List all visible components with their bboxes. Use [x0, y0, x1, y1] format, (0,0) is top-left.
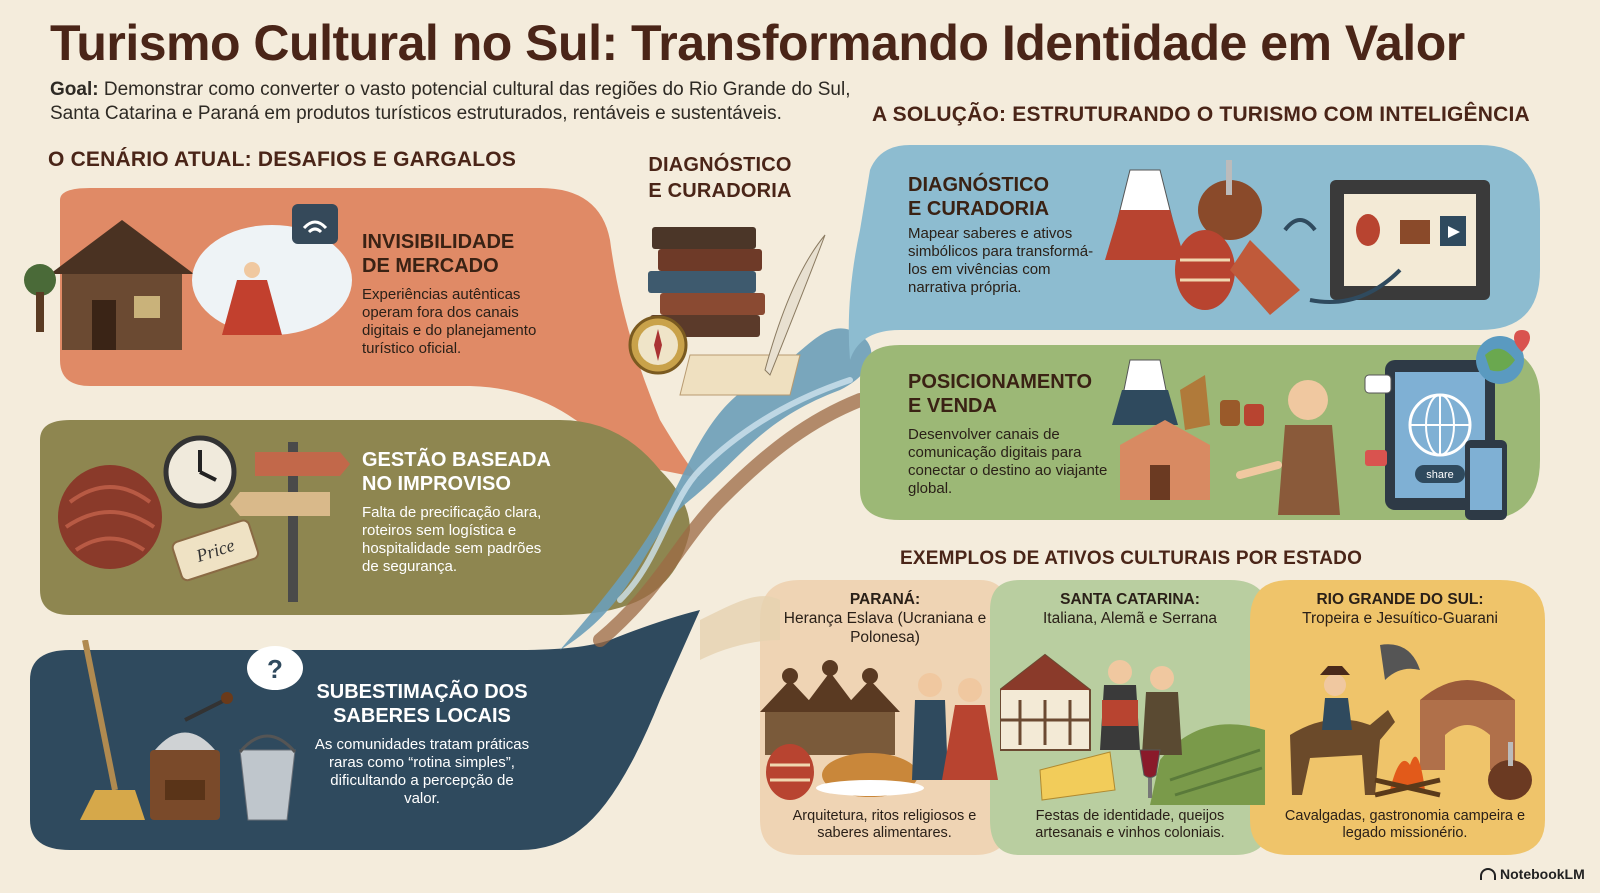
state-parana-body: Arquitetura, ritos religiosos e saberes …: [792, 808, 977, 841]
card-undervaluation-title-line-1: SUBESTIMAÇÃO DOS: [316, 681, 528, 703]
village-musicians-cheese-wine-icon: [1000, 653, 1265, 805]
solution-heading: A SOLUÇÃO: ESTRUTURANDO O TURISMO COM IN…: [872, 103, 1530, 126]
churches-bread-couple-icon: [760, 660, 998, 800]
river-braid-strand: [593, 393, 867, 647]
state-rio-grande-name: RIO GRANDE DO SUL:: [1316, 591, 1484, 608]
card-undervaluation-title-line-2: SABERES LOCAIS: [333, 705, 511, 727]
state-santa-catarina-body: Festas de identidade, queijos artesanais…: [1035, 808, 1225, 841]
card-positioning: POSICIONAMENTO E VENDA Desenvolver canai…: [908, 370, 1118, 498]
question-mark-icon: ?: [267, 654, 283, 684]
state-santa-catarina-header: SANTA CATARINA: Italiana, Alemã e Serran…: [1005, 590, 1255, 628]
card-diagnostic-title: DIAGNÓSTICO E CURADORIA: [908, 173, 1098, 221]
state-santa-catarina-name: SANTA CATARINA:: [1060, 591, 1200, 608]
books-compass-quill-icon: [628, 227, 826, 396]
card-invisibility-title-line-2: DE MERCADO: [362, 255, 499, 277]
card-positioning-body: Desenvolver canais de comunicação digita…: [908, 426, 1108, 497]
examples-heading: EXEMPLOS DE ATIVOS CULTURAIS POR ESTADO: [900, 548, 1363, 569]
scenario-heading: O CENÁRIO ATUAL: DESAFIOS E GARGALOS: [48, 148, 517, 171]
broom-grinder-bucket-icon: ?: [80, 640, 303, 821]
card-diagnostic: DIAGNÓSTICO E CURADORIA Mapear saberes e…: [908, 173, 1098, 297]
goal-label: Goal:: [50, 79, 99, 100]
card-invisibility: INVISIBILIDADE DE MERCADO Experiências a…: [362, 230, 562, 358]
card-improvisation: GESTÃO BASEADA NO IMPROVISO Falta de pre…: [362, 448, 562, 576]
beige-connector: [700, 596, 780, 660]
river-braid-strand-2: [617, 377, 853, 603]
state-rio-grande-header: RIO GRANDE DO SUL: Tropeira e Jesuítico-…: [1265, 590, 1535, 628]
share-button-label: share: [1426, 469, 1454, 481]
card-positioning-title: POSICIONAMENTO E VENDA: [908, 370, 1118, 418]
page-title: Turismo Cultural no Sul: Transformando I…: [50, 15, 1465, 71]
center-label-line-2: E CURADORIA: [648, 180, 792, 202]
card-positioning-title-line-2: E VENDA: [908, 395, 997, 417]
costume-gourd-film-icon: [1105, 160, 1490, 315]
card-improvisation-title-line-1: GESTÃO BASEADA: [362, 449, 551, 471]
state-parana-subtitle: Herança Eslava (Ucraniana e Polonesa): [783, 610, 987, 646]
card-invisibility-body: Experiências autênticas operam fora dos …: [362, 286, 537, 357]
card-diagnostic-body: Mapear saberes e ativos simbólicos para …: [908, 225, 1094, 296]
goal-text: Demonstrar como converter o vasto potenc…: [50, 79, 851, 124]
card-undervaluation-title: SUBESTIMAÇÃO DOS SABERES LOCAIS: [312, 680, 532, 728]
card-improvisation-body: Falta de precificação clara, roteiros se…: [362, 504, 542, 575]
guide-tablet-globe-icon: share: [1112, 330, 1530, 520]
state-rio-grande-subtitle: Tropeira e Jesuítico-Guarani: [1302, 610, 1498, 627]
state-santa-catarina-subtitle: Italiana, Alemã e Serrana: [1042, 610, 1218, 627]
card-undervaluation-body: As comunidades tratam práticas raras com…: [314, 736, 530, 807]
center-label-line-1: DIAGNÓSTICO: [648, 154, 792, 176]
horse-rider-ruins-fire-icon: [1290, 644, 1532, 800]
state-parana-name: PARANÁ:: [849, 591, 921, 608]
state-rio-grande-shape: [1250, 580, 1545, 855]
card-improvisation-title-line-2: NO IMPROVISO: [362, 473, 511, 495]
card-invisibility-title-line-1: INVISIBILIDADE: [362, 231, 515, 253]
card-improvisation-title: GESTÃO BASEADA NO IMPROVISO: [362, 448, 562, 496]
goal-statement: Goal: Demonstrar como converter o vasto …: [50, 78, 870, 126]
river-braid: [560, 328, 872, 650]
card-diagnostic-title-line-2: E CURADORIA: [908, 198, 1050, 220]
card-invisibility-title: INVISIBILIDADE DE MERCADO: [362, 230, 562, 278]
notebooklm-logo-icon: [1480, 868, 1496, 880]
yarn-clock-signpost-icon: Price: [58, 435, 350, 602]
card-diagnostic-title-line-1: DIAGNÓSTICO: [908, 174, 1050, 196]
state-parana-header: PARANÁ: Herança Eslava (Ucraniana e Polo…: [765, 590, 1005, 647]
card-positioning-title-line-1: POSICIONAMENTO: [908, 371, 1093, 393]
card-undervaluation: SUBESTIMAÇÃO DOS SABERES LOCAIS As comun…: [312, 680, 532, 808]
brand-name: NotebookLM: [1500, 866, 1585, 882]
center-label: DIAGNÓSTICO E CURADORIA: [640, 152, 800, 204]
state-rio-grande-body: Cavalgadas, gastronomia campeira e legad…: [1284, 808, 1526, 841]
brand-watermark: NotebookLM: [1480, 866, 1585, 882]
log-cabin-dancer-icon: [24, 204, 352, 350]
